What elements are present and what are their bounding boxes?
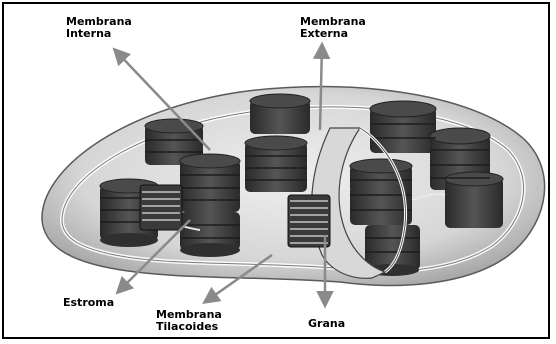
sectioned-granum-left — [140, 185, 182, 230]
label-line: Externa — [300, 27, 348, 40]
label-line: Tilacoides — [156, 320, 218, 333]
granum-stack — [180, 212, 240, 257]
label-membrana-interna: Membrana Interna — [66, 16, 132, 40]
sectioned-granum — [288, 195, 330, 247]
label-membrana-externa: Membrana Externa — [300, 16, 366, 40]
granum-stack — [245, 136, 307, 192]
label-line: Interna — [66, 27, 111, 40]
label-line: Grana — [308, 317, 345, 330]
label-line: Estroma — [63, 296, 114, 309]
granum-stack — [250, 94, 310, 134]
granum-stack — [180, 154, 240, 212]
granum-stack — [445, 172, 503, 228]
label-grana: Grana — [308, 318, 345, 330]
label-membrana-tilacoides: Membrana Tilacoides — [156, 309, 222, 333]
label-estroma: Estroma — [63, 297, 114, 309]
